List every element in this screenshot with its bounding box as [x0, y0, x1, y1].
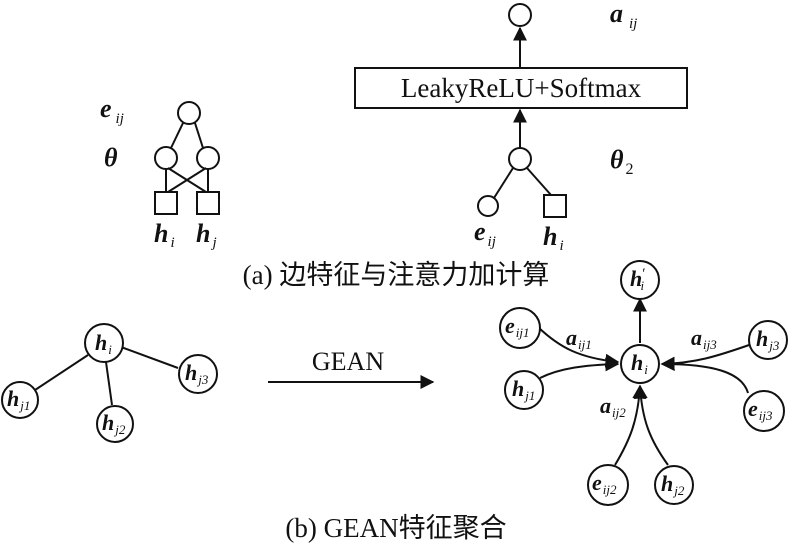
- node-hi: [620, 344, 660, 384]
- square-hi: [543, 194, 567, 218]
- label-eij3: eij3: [748, 396, 773, 423]
- edge: [31, 354, 89, 393]
- label-aij2: aij2: [600, 393, 626, 420]
- leakyrelu-softmax-box: [354, 67, 688, 109]
- caption-b: (b) GEAN特征聚合: [285, 513, 506, 543]
- label-left-hj3: hj3: [185, 360, 209, 387]
- node-hi: [84, 323, 124, 363]
- edge: [167, 167, 207, 193]
- edge: [170, 122, 184, 149]
- node-hj1: [1, 381, 39, 419]
- node-hj3: [178, 354, 218, 394]
- label-hi-prime: h′i: [630, 266, 646, 293]
- node-combine: [508, 147, 532, 171]
- node-mid-right: [196, 146, 220, 170]
- edge: [194, 122, 204, 149]
- node-hj2: [96, 405, 134, 443]
- arrow-from-hj2: [633, 384, 669, 466]
- node-hj2: [654, 465, 694, 505]
- node-eij2: [587, 464, 629, 506]
- label-right-hj2: hj2: [661, 471, 685, 498]
- arrow-from-hj1: [539, 357, 620, 379]
- edge: [120, 346, 179, 369]
- node-hi-prime: [620, 260, 660, 300]
- square-hi: [154, 191, 178, 215]
- arrow-from-eij3: [660, 357, 749, 394]
- label-left-hj2: hj2: [102, 410, 126, 437]
- caption-a: (a) 边特征与注意力加计算: [243, 260, 550, 290]
- edge: [105, 361, 113, 406]
- node-hj1: [504, 370, 544, 410]
- label-eij1: eij1: [505, 313, 530, 340]
- label-left-hi: hi: [95, 330, 112, 357]
- label-right-hj1: hj1: [512, 376, 535, 403]
- node-hj3: [748, 320, 788, 360]
- square-hj: [196, 191, 220, 215]
- label-theta: θ: [104, 143, 118, 172]
- node-eij3: [743, 390, 785, 432]
- node-mid-left: [154, 146, 178, 170]
- label-eij2: eij2: [592, 470, 617, 497]
- label-aij1: aij1: [566, 325, 592, 352]
- label-aij3: aij3: [691, 325, 717, 352]
- node-top: [177, 101, 201, 125]
- arrow-from-eij2: [614, 384, 647, 466]
- node-eij: [477, 195, 499, 217]
- label-left-hj1: hj1: [7, 386, 30, 413]
- gean-label: GEAN: [312, 347, 384, 376]
- label-right-hj3: hj3: [756, 326, 780, 353]
- edge: [526, 167, 552, 196]
- leakyrelu-softmax-label: LeakyReLU+Softmax: [401, 73, 642, 103]
- edge: [493, 167, 514, 199]
- label-right-hi: hi: [631, 350, 648, 377]
- node-eij1: [499, 307, 541, 349]
- node-output: [508, 3, 532, 27]
